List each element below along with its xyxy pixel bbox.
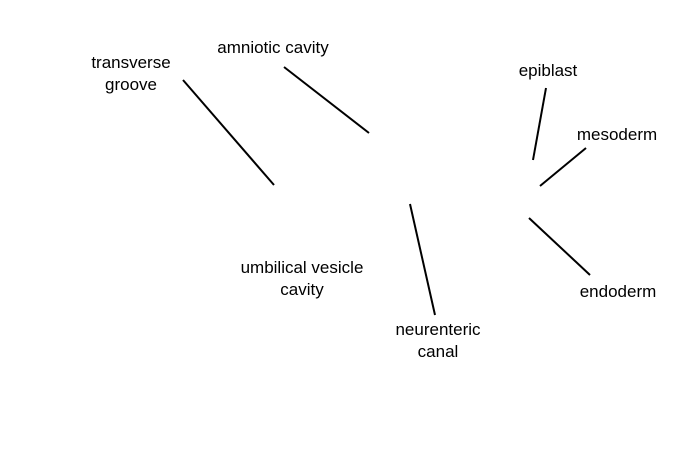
label-umbilical-vesicle-cavity: umbilical vesicle cavity: [222, 257, 382, 301]
label-transverse-groove-line-2: groove: [105, 75, 157, 94]
label-neurenteric-canal: neurenteric canal: [382, 319, 494, 363]
label-umbilical-vesicle-cavity-line-1: umbilical vesicle: [240, 258, 364, 277]
leader-line-transverse-groove: [182, 79, 275, 186]
label-transverse-groove: transverse groove: [76, 52, 186, 96]
label-umbilical-vesicle-cavity-line-2: cavity: [280, 280, 324, 299]
label-endoderm: endoderm: [579, 282, 657, 301]
label-transverse-groove-line-1: transverse: [91, 53, 171, 72]
leader-line-neurenteric-canal: [409, 203, 436, 316]
label-neurenteric-canal-line-1: neurenteric: [395, 320, 481, 339]
leader-line-mesoderm: [539, 147, 587, 187]
label-neurenteric-canal-line-2: canal: [417, 342, 459, 361]
leader-line-endoderm: [528, 217, 591, 276]
leader-line-amniotic-cavity: [283, 66, 370, 134]
label-epiblast: epiblast: [518, 61, 578, 80]
label-mesoderm: mesoderm: [576, 125, 658, 144]
label-amniotic-cavity: amniotic cavity: [217, 38, 329, 57]
leader-line-epiblast: [532, 87, 547, 161]
